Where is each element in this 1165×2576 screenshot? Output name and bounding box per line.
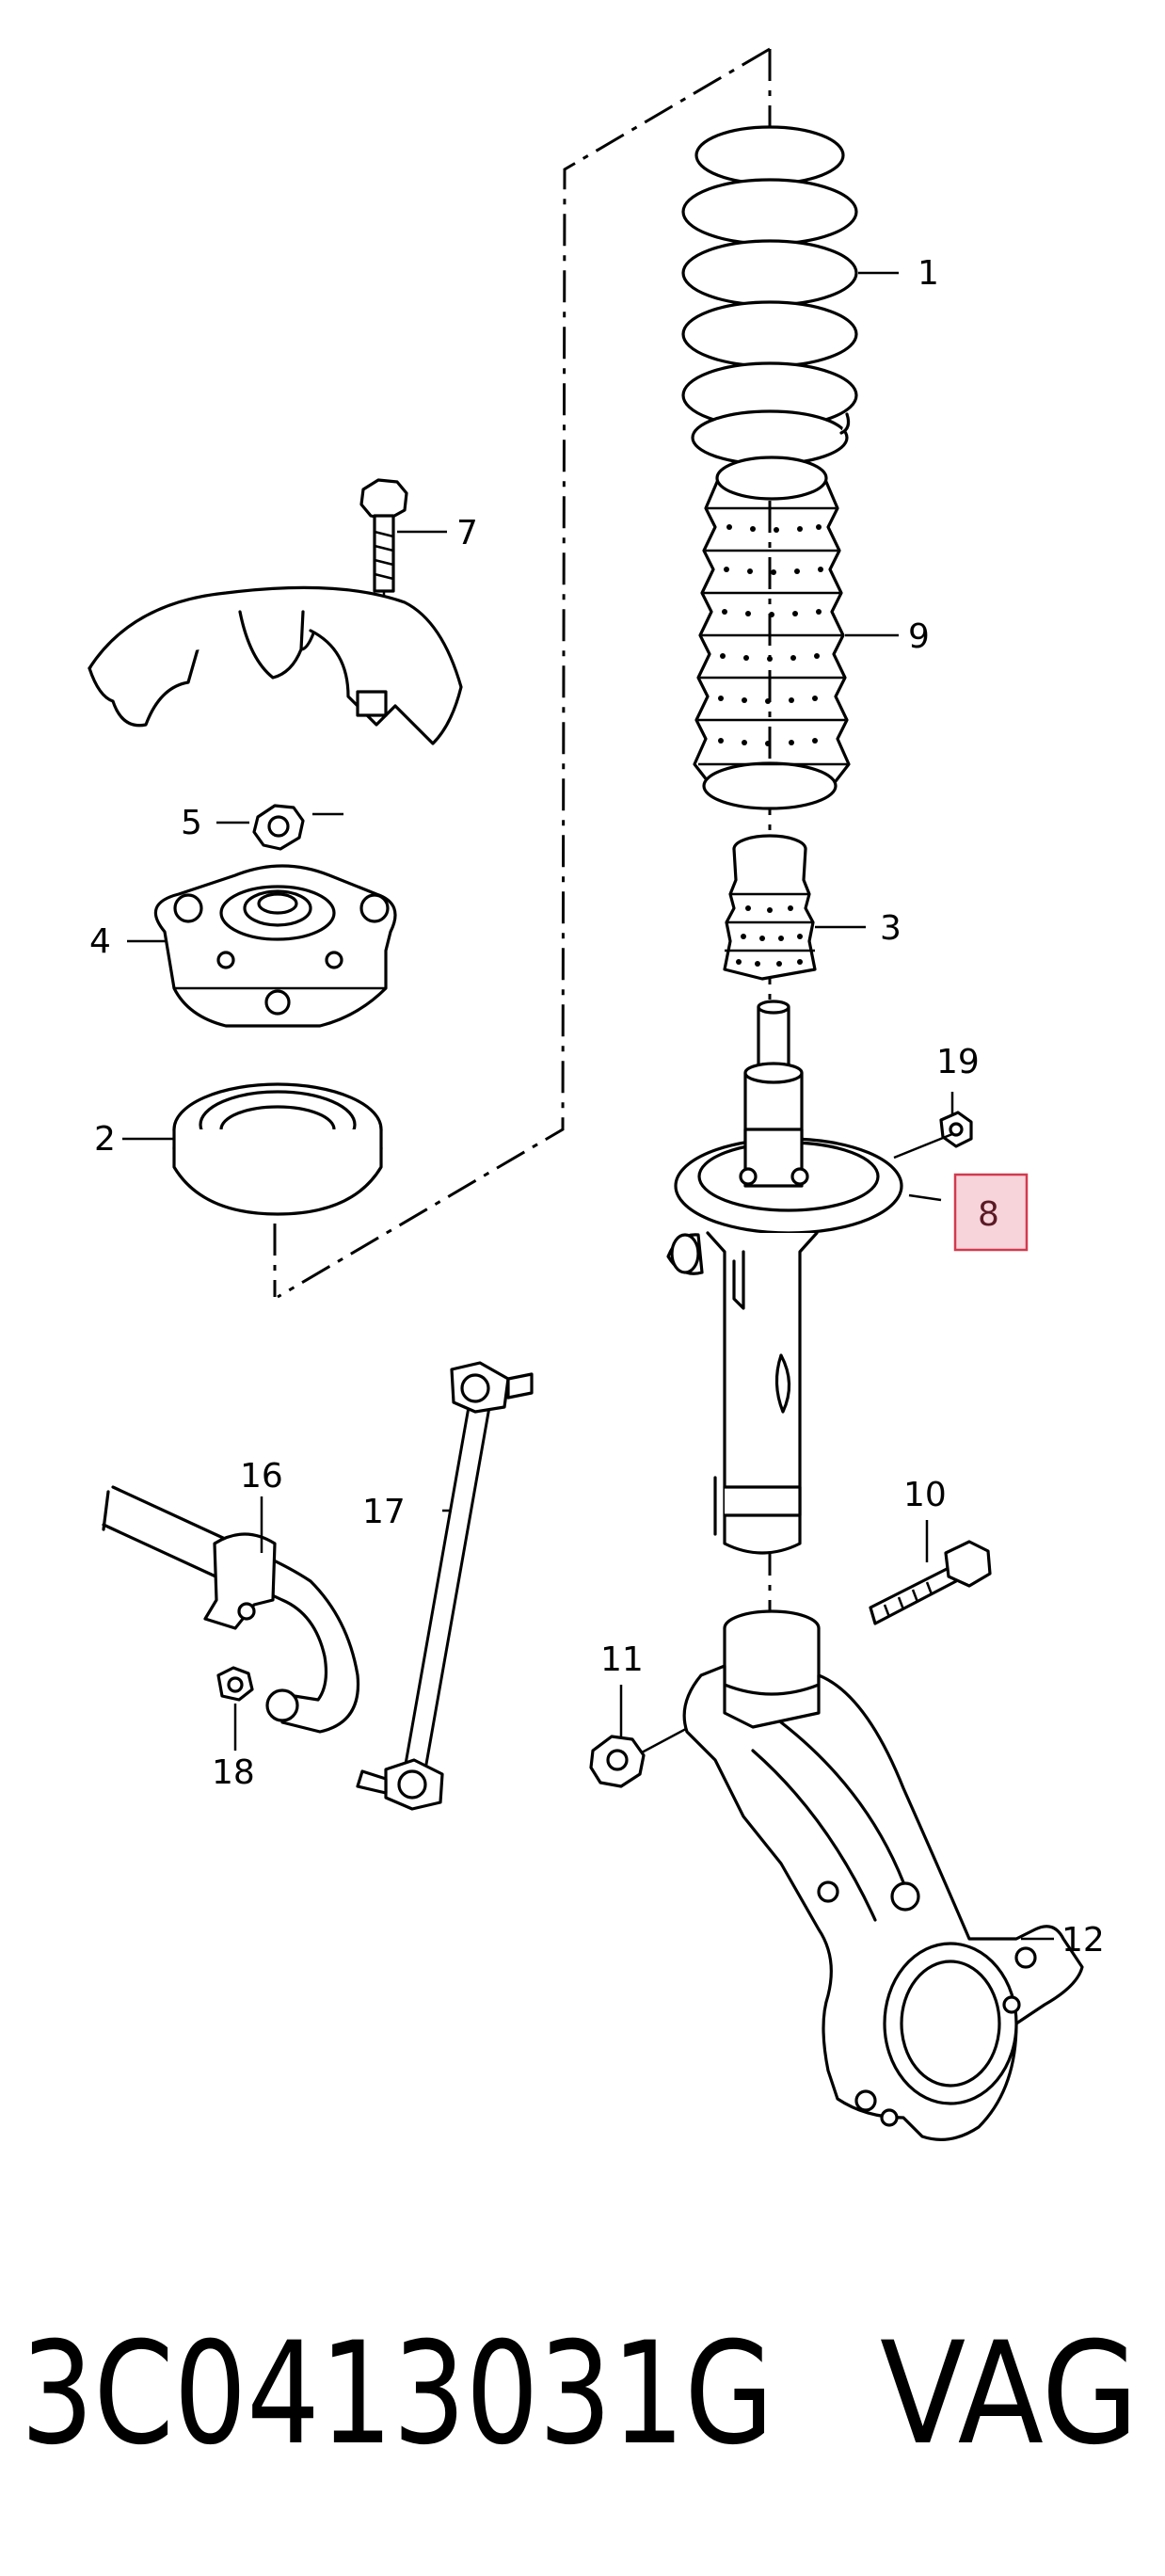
- bolt-7: [359, 478, 408, 687]
- callout-11: 11: [600, 1640, 644, 1679]
- callout-2: 2: [94, 1120, 116, 1159]
- nut-5: [252, 804, 305, 851]
- callout-16: 16: [240, 1457, 283, 1496]
- bolt-10: [869, 1540, 992, 1625]
- callout-9: 9: [908, 617, 930, 656]
- nut-19: [939, 1111, 973, 1148]
- coil-spring: [681, 125, 858, 466]
- callout-12: 12: [1061, 1921, 1105, 1960]
- nut-11: [589, 1706, 726, 1788]
- callout-3: 3: [880, 909, 902, 948]
- coupling-rod: [356, 1361, 534, 1811]
- callout-8-highlight: 8: [953, 1173, 1029, 1252]
- leader-lines: [122, 271, 1054, 1941]
- stabilizer-bar: [102, 1485, 360, 1734]
- dust-boot: [693, 456, 851, 810]
- callout-7: 7: [456, 514, 478, 552]
- callout-18: 18: [212, 1753, 255, 1792]
- callout-4: 4: [89, 922, 111, 961]
- assembly-outline: [277, 47, 771, 1299]
- callout-1: 1: [918, 254, 939, 293]
- callout-10: 10: [903, 1476, 947, 1514]
- callout-19: 19: [936, 1043, 980, 1081]
- callout-17: 17: [362, 1493, 406, 1531]
- shock-absorber-strut: [666, 1000, 903, 1555]
- brand-name: VAG: [880, 2312, 1139, 2476]
- bump-stop: [723, 834, 817, 981]
- part-number: 3C0413031G: [21, 2312, 774, 2476]
- nut-18: [216, 1666, 254, 1702]
- spring-seat-shield: [88, 585, 463, 745]
- strut-mount: [153, 864, 397, 1028]
- callout-8: 8: [978, 1195, 999, 1234]
- strut-bearing: [172, 1082, 383, 1216]
- steering-knuckle: [682, 1609, 1084, 2141]
- callout-5: 5: [181, 804, 202, 842]
